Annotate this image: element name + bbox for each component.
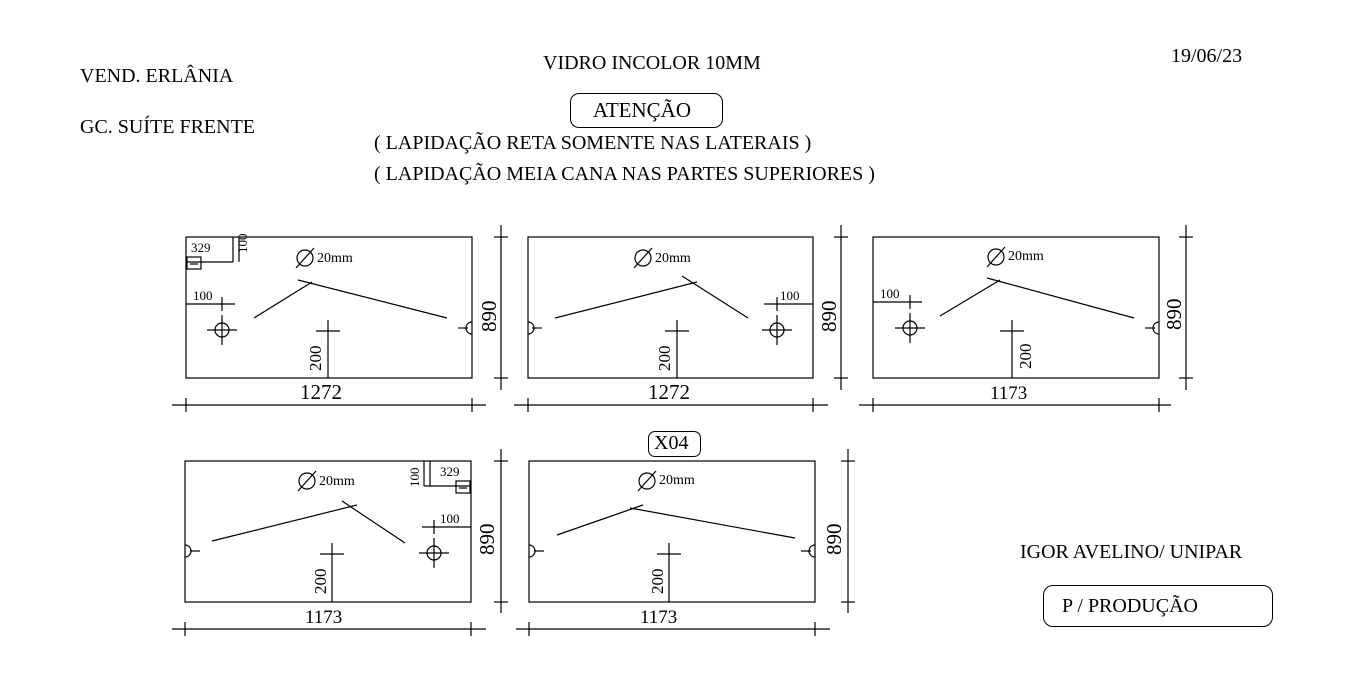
attention-label: ATENÇÃO	[593, 98, 691, 122]
edge-notch	[1145, 321, 1160, 335]
hinge-hole	[207, 315, 237, 345]
vendor-label: VEND. ERLÂNIA	[80, 65, 234, 87]
hinge-hole	[895, 313, 925, 343]
responsible-label: IGOR AVELINO/ UNIPAR	[1020, 541, 1243, 563]
lock-x-dim: 329	[440, 464, 460, 479]
leader-line	[341, 500, 406, 544]
center-dim: 200	[648, 569, 667, 595]
width-dim: 1173	[305, 607, 342, 628]
height-dim: 890	[822, 524, 846, 556]
hole-diameter-label: 20mm	[659, 473, 695, 488]
leader-line	[629, 507, 796, 539]
leader-line	[681, 275, 749, 319]
hole-offset-dim: 100	[440, 511, 460, 526]
note-straight-polish: ( LAPIDAÇÃO RETA SOMENTE NAS LATERAIS )	[374, 132, 812, 154]
date-label: 19/06/23	[1171, 45, 1243, 67]
hole-offset-dim: 100	[193, 288, 213, 303]
panel-2: 20mm 100 200 890 1272	[514, 225, 848, 412]
center-dim: 200	[655, 346, 674, 372]
height-dim: 890	[475, 524, 499, 556]
edge-notch	[801, 544, 816, 558]
edge-notch	[528, 544, 544, 558]
width-dim: 1173	[990, 383, 1027, 404]
width-dim: 1272	[648, 380, 690, 404]
panel-outline	[527, 236, 814, 379]
center-dim: 200	[311, 569, 330, 595]
diameter-symbol	[297, 470, 317, 492]
leader-line	[297, 279, 448, 319]
width-dim: 1272	[300, 380, 342, 404]
panel-5: 20mm 200 890 1173	[516, 449, 855, 636]
leader-line	[556, 504, 644, 536]
production-stamp	[1043, 585, 1273, 627]
lock-y-dim: 100	[407, 468, 422, 488]
leader-line	[211, 504, 358, 542]
panel-1: 329 100 20mm 100 200	[172, 225, 508, 412]
center-dim: 200	[1016, 344, 1035, 370]
leader-line	[253, 281, 313, 319]
edge-notch	[458, 321, 473, 335]
leader-line	[986, 277, 1135, 319]
lock-y-dim: 100	[235, 234, 250, 254]
height-dim: 890	[1162, 299, 1186, 331]
height-dim: 890	[477, 301, 501, 333]
edge-notch	[184, 544, 200, 558]
hole-diameter-label: 20mm	[655, 251, 691, 266]
quantity-badge	[648, 431, 701, 457]
hole-diameter-label: 20mm	[319, 474, 355, 489]
hole-offset-dim: 100	[880, 286, 900, 301]
panel-outline	[872, 236, 1160, 379]
panel-4: 329 100 20mm 100 200 890 1173	[172, 449, 508, 636]
center-dim: 200	[306, 346, 325, 372]
quantity-label: X04	[654, 432, 689, 454]
panel-outline	[528, 460, 816, 603]
height-dim: 890	[817, 301, 841, 333]
panel-outline	[184, 460, 472, 603]
width-dim: 1173	[640, 607, 677, 628]
hole-offset-dim: 100	[780, 288, 800, 303]
diameter-symbol	[633, 247, 653, 269]
material-title: VIDRO INCOLOR 10MM	[543, 52, 761, 74]
production-label: P / PRODUÇÃO	[1062, 595, 1198, 617]
hinge-hole	[419, 538, 449, 568]
diameter-symbol	[986, 246, 1006, 268]
client-label: GC. SUÍTE FRENTE	[80, 116, 255, 138]
diameter-symbol	[295, 247, 315, 269]
leader-line	[939, 279, 1001, 317]
hole-diameter-label: 20mm	[1008, 249, 1044, 264]
lock-cutout	[423, 461, 471, 494]
hinge-hole	[762, 315, 792, 345]
panel-3: 20mm 100 200 890 1173	[859, 225, 1193, 412]
edge-notch	[527, 321, 542, 335]
attention-box	[570, 93, 723, 128]
leader-line	[554, 281, 698, 319]
lock-cutout	[186, 237, 240, 270]
diameter-symbol	[637, 470, 657, 492]
lock-x-dim: 329	[191, 240, 211, 255]
hole-diameter-label: 20mm	[317, 251, 353, 266]
note-half-round-polish: ( LAPIDAÇÃO MEIA CANA NAS PARTES SUPERIO…	[374, 163, 875, 185]
panel-outline	[185, 236, 473, 379]
